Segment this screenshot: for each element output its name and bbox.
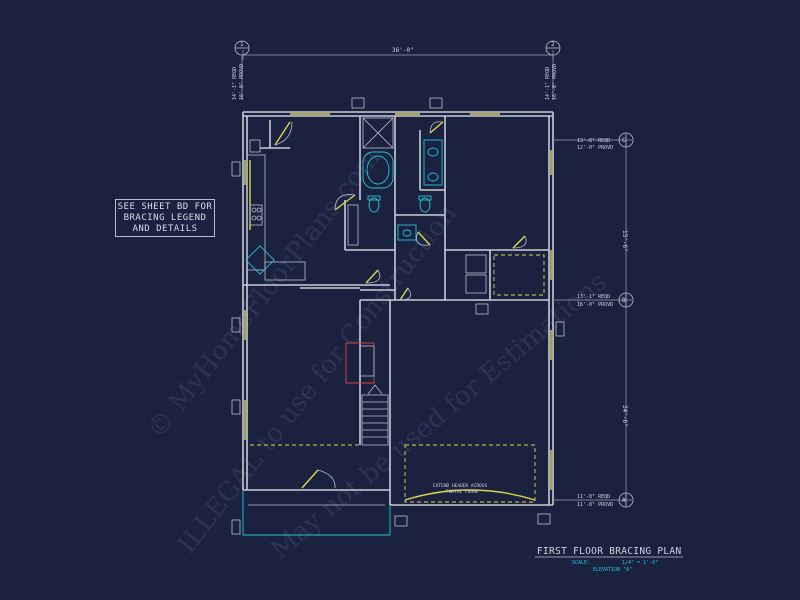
bracing-note-c: 13'-8" REQD 12'-0" PROVD	[577, 138, 613, 151]
svg-text:1: 1	[240, 41, 244, 48]
svg-text:16'-0" PROVD: 16'-0" PROVD	[552, 64, 558, 100]
porch	[242, 444, 391, 536]
stairs	[361, 384, 389, 446]
svg-text:13'-1" REQD: 13'-1" REQD	[577, 294, 610, 300]
svg-text:13'-8" REQD: 13'-8" REQD	[577, 138, 610, 144]
note-line-1: SEE SHEET BD FOR	[117, 202, 213, 212]
fireplace	[345, 342, 375, 384]
scale-label: SCALE:	[572, 560, 590, 566]
kitchen-cabinets	[245, 154, 306, 281]
svg-text:16'-0" PROVD: 16'-0" PROVD	[577, 302, 613, 308]
right-lower-dimension: 24'-6"	[621, 405, 628, 427]
svg-text:2: 2	[551, 41, 555, 48]
plan-title: FIRST FLOOR BRACING PLAN	[537, 546, 681, 557]
grid-bubble-2: 2	[545, 40, 561, 100]
top-dimension: 36'-0"	[242, 47, 554, 60]
elevation-label: ELEVATION "A"	[593, 567, 632, 573]
svg-text:16'-0" PROVD: 16'-0" PROVD	[239, 64, 245, 100]
garage-portal-frame: EXTEND HEADER ACROSS PORTAL FRAME	[404, 444, 536, 503]
grid-bubble-b: B	[618, 292, 634, 308]
overall-width-dimension: 36'-0"	[392, 47, 414, 54]
svg-text:B: B	[622, 297, 626, 304]
svg-text:11'-8" REQD: 11'-8" REQD	[577, 494, 610, 500]
bracing-note-a: 11'-8" REQD 11'-8" PROVD	[577, 494, 613, 508]
exterior-walls	[242, 111, 554, 506]
svg-text:A: A	[622, 497, 626, 504]
bathroom-fixtures	[347, 117, 443, 246]
svg-text:11'-8" PROVD: 11'-8" PROVD	[577, 502, 613, 508]
laundry-appliances	[465, 254, 545, 296]
right-dimensions: 15'-6" 24'-6"	[553, 139, 632, 501]
header-note-line-1: EXTEND HEADER ACROSS	[433, 483, 487, 489]
grid-bubble-a: A	[618, 492, 634, 508]
grid-bubble-c: C	[618, 132, 634, 148]
grid-bubble-1: 1	[234, 40, 250, 100]
note-line-2: BRACING LEGEND	[123, 213, 207, 223]
watermark-line-3: May not be used for Estimations	[265, 267, 613, 565]
callout-tags	[231, 97, 565, 535]
plan-title-block: FIRST FLOOR BRACING PLAN SCALE: 1/4" = 1…	[535, 546, 683, 573]
scale-value: 1/4" = 1'-0"	[622, 560, 658, 566]
bracing-legend-note: SEE SHEET BD FOR BRACING LEGEND AND DETA…	[115, 199, 215, 237]
watermark-line-1: © MyHomeFloorPlans.com	[142, 143, 386, 444]
interior-walls	[243, 116, 549, 490]
right-upper-dimension: 15'-6"	[621, 230, 628, 252]
doors	[274, 121, 527, 489]
top-left-bracing-note: 14'-1" REQD 16'-0" PROVD	[232, 64, 245, 100]
svg-text:14'-1" REQD: 14'-1" REQD	[545, 67, 551, 100]
bracing-note-b: 13'-1" REQD 16'-0" PROVD	[577, 294, 613, 308]
svg-text:C: C	[622, 137, 626, 144]
svg-text:14'-1" REQD: 14'-1" REQD	[232, 67, 238, 100]
top-right-bracing-note: 14'-1" REQD 16'-0" PROVD	[545, 64, 558, 100]
header-note-line-2: PORTAL FRAME	[446, 489, 479, 495]
note-line-3: AND DETAILS	[132, 224, 198, 234]
svg-text:12'-0" PROVD: 12'-0" PROVD	[577, 145, 613, 151]
